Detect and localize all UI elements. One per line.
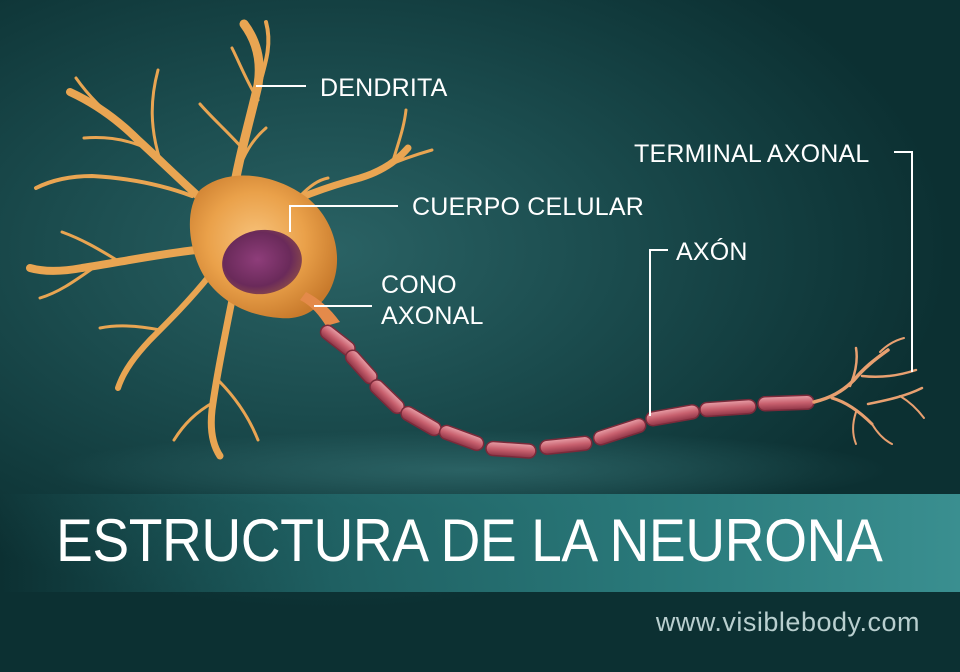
- leader-terminal: [894, 151, 913, 372]
- floor-glow: [50, 430, 890, 510]
- axon-terminal: [812, 337, 925, 445]
- website-url: www.visiblebody.com: [655, 607, 920, 637]
- title-band: [0, 494, 960, 592]
- label-cuerpo-celular: CUERPO CELULAR: [412, 193, 645, 221]
- leader-axon: [649, 249, 668, 416]
- leader-cuerpo: [289, 205, 398, 232]
- nucleus: [222, 229, 302, 295]
- label-cono-line1: CONO: [381, 271, 457, 299]
- label-cono-axonal: CONO AXONAL: [381, 270, 484, 332]
- leader-lines: [256, 85, 913, 416]
- label-cono-line2: AXONAL: [381, 302, 484, 330]
- axon: [319, 324, 815, 459]
- axon-hillock: [300, 292, 340, 326]
- label-terminal-axonal: TERMINAL AXONAL: [634, 140, 870, 168]
- label-axon: AXÓN: [676, 238, 748, 266]
- label-dendrita: DENDRITA: [320, 74, 448, 102]
- page-title: ESTRUCTURA DE LA NEURONA: [56, 507, 883, 574]
